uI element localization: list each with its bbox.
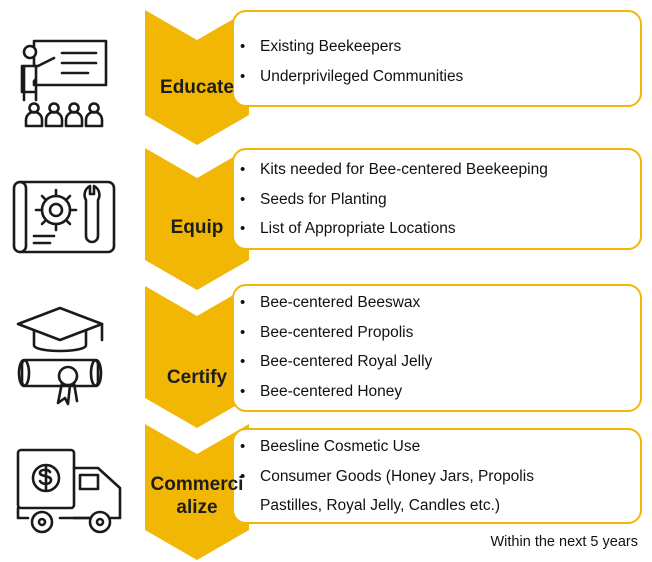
- timeline-footnote: Within the next 5 years: [490, 534, 639, 550]
- stage-equip-box: Kits needed for Bee-centered Beekeeping …: [232, 148, 642, 250]
- stage-certify-label: Certify: [166, 367, 228, 388]
- list-item: Underprivileged Communities: [240, 62, 634, 92]
- list-item: List of Appropriate Locations: [240, 214, 634, 244]
- stage-educate-chevron: [145, 10, 249, 145]
- blueprint-gear-wrench-icon: [12, 180, 116, 254]
- stage-certify-chevron: [145, 286, 249, 428]
- stage-commercialize-label-line1: Commerci: [150, 474, 244, 495]
- stage-educate-label: Educate: [160, 77, 234, 98]
- stage-equip-chevron: [145, 148, 249, 290]
- stage-commercialize-label: Commerci alize: [145, 473, 249, 519]
- stage-commercialize-box: Beesline Cosmetic Use Consumer Goods (Ho…: [232, 428, 642, 524]
- list-item: Bee-centered Royal Jelly: [240, 347, 634, 377]
- stage-equip-label: Equip: [170, 217, 224, 238]
- stage-certify-box: Bee-centered Beeswax Bee-centered Propol…: [232, 284, 642, 412]
- list-item: Existing Beekeepers: [240, 32, 634, 62]
- delivery-truck-dollar-icon: [16, 448, 122, 534]
- list-item: Kits needed for Bee-centered Beekeeping: [240, 155, 634, 185]
- list-item: Pastilles, Royal Jelly, Candles etc.): [260, 497, 501, 514]
- list-item: Bee-centered Propolis: [240, 318, 634, 348]
- graduation-cap-diploma-icon: [16, 306, 104, 406]
- stage-commercialize-chevron: [145, 424, 249, 560]
- list-item: Bee-centered Honey: [240, 377, 634, 407]
- list-item: Consumer Goods (Honey Jars, Propolis: [240, 462, 634, 492]
- stage-educate-box: Existing Beekeepers Underprivileged Comm…: [232, 10, 642, 107]
- list-item: Bee-centered Beeswax: [240, 288, 634, 318]
- list-item: Seeds for Planting: [240, 185, 634, 215]
- list-item: Beesline Cosmetic Use: [240, 432, 634, 462]
- presentation-teacher-icon: [20, 39, 108, 128]
- stage-commercialize-label-line2: alize: [176, 497, 218, 518]
